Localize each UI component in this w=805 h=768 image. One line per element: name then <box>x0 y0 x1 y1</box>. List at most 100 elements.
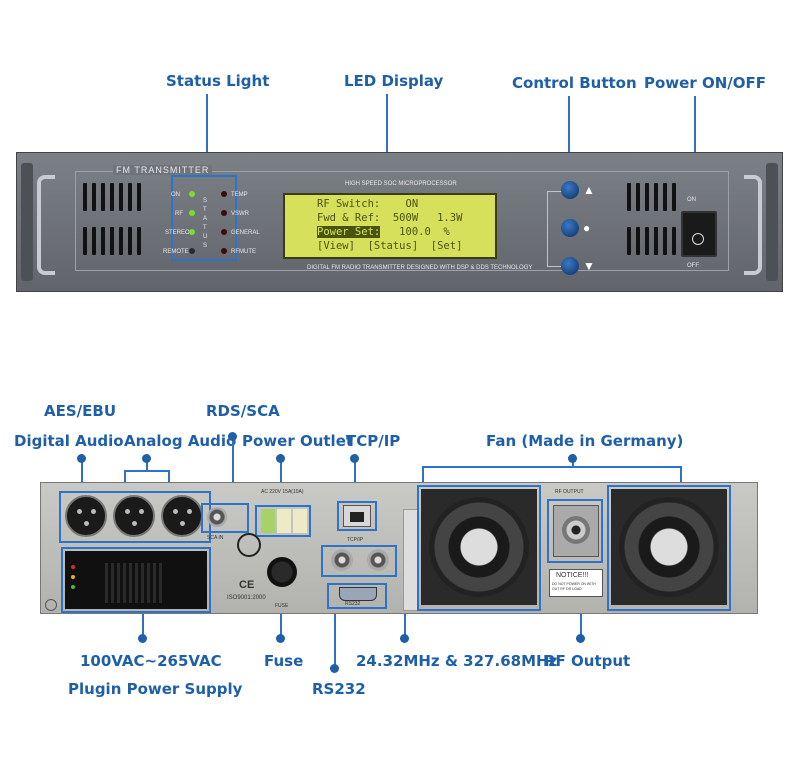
rack-ear-left <box>21 163 33 281</box>
ac-label: AC 220V 15A(10A) <box>261 489 304 495</box>
status-led-vswr <box>221 210 227 216</box>
dot-psu <box>138 634 147 643</box>
top-caption: HIGH SPEED SOC MICROPROCESSOR <box>345 181 457 187</box>
xlr-analog-right[interactable] <box>161 495 203 537</box>
front-panel: FM TRANSMITTER ON RF STEREO REMOTE STATU… <box>16 152 783 292</box>
power-on-label: ON <box>687 197 696 203</box>
psu-box <box>61 547 211 613</box>
status-left-label-1: RF <box>175 211 183 217</box>
rj45-port[interactable] <box>343 505 371 527</box>
leader-digital-audio <box>81 454 83 490</box>
handle-right[interactable] <box>744 175 762 275</box>
power-terminal-3[interactable] <box>293 509 307 533</box>
status-led-rf <box>189 210 195 216</box>
psu-led-yellow <box>71 575 75 579</box>
leader-rs232 <box>334 606 336 670</box>
button-down[interactable] <box>561 257 579 275</box>
button-up[interactable] <box>561 181 579 199</box>
leader-psu <box>142 612 144 640</box>
dot-digital-audio <box>77 454 86 463</box>
dot-freq <box>400 634 409 643</box>
leader-rds <box>232 436 234 516</box>
label-rf-output: RF Output <box>544 652 631 670</box>
status-led-temp <box>221 191 227 197</box>
plugin-psu[interactable] <box>65 551 207 609</box>
sgs-logo <box>237 533 261 557</box>
fan-left <box>421 489 537 605</box>
leader-fan-l <box>422 466 424 488</box>
fan-box-left <box>417 485 541 611</box>
rs232-label: RS232 <box>345 601 361 607</box>
xlr-analog-left[interactable] <box>113 495 155 537</box>
brand-text: FM TRANSMITTER <box>113 165 213 175</box>
dot-analog-audio <box>142 454 151 463</box>
arrow-down-icon: ▼ <box>583 259 595 273</box>
leader-tcp <box>354 454 356 498</box>
bottom-caption: DIGITAL FM RADIO TRANSMITTER DESIGNED WI… <box>307 265 533 271</box>
rf-output-connector[interactable] <box>553 505 599 557</box>
psu-led-green <box>71 585 75 589</box>
front-frame <box>75 171 729 271</box>
leader-status-light <box>206 94 208 174</box>
lcd-line-3: [View] [Status] [Set] <box>317 240 463 252</box>
rf-output-small-label: RF OUTPUT <box>555 489 584 495</box>
rack-ear-right <box>766 163 778 281</box>
dot-rf-out <box>576 634 585 643</box>
leader-analog-r <box>168 470 170 490</box>
power-terminal-2[interactable] <box>277 509 291 533</box>
fuse-holder[interactable] <box>267 557 297 587</box>
notice-sub: DO NOT POWER ON WITH OUT RF OR LOAD <box>552 582 596 591</box>
sca-in-connector[interactable] <box>207 507 227 527</box>
lcd-display: RF Switch: ON Fwd & Ref: 500W 1.3W Power… <box>283 193 497 259</box>
bnc-24mhz[interactable] <box>331 549 353 571</box>
arrow-up-icon: ▲ <box>583 183 595 197</box>
power-off-label: OFF <box>687 263 699 269</box>
sca-box <box>201 503 249 533</box>
lcd-line-0: RF Switch: ON <box>317 198 419 210</box>
rs232-port[interactable] <box>339 587 377 601</box>
label-led-display: LED Display <box>344 72 444 90</box>
label-power-on-off: Power ON/OFF <box>644 74 766 92</box>
label-tcp-ip: TCP/IP <box>346 432 401 450</box>
status-vertical-text: STATUS <box>203 198 208 249</box>
ground-icon <box>45 599 57 611</box>
bnc-327mhz[interactable] <box>367 549 389 571</box>
leader-fan-bar <box>422 466 682 468</box>
status-right-label-3: RFMUTE <box>231 249 256 255</box>
dot-rds <box>228 432 237 441</box>
control-bracket <box>547 191 568 267</box>
xlr-digital[interactable] <box>65 495 107 537</box>
handle-left[interactable] <box>37 175 55 275</box>
label-power-outlet: Power Outlet <box>242 432 354 450</box>
status-left-label-2: STEREO <box>165 230 190 236</box>
power-switch[interactable] <box>681 211 717 257</box>
notice-sticker: NOTICE!!! DO NOT POWER ON WITH OUT RF OR… <box>549 569 603 597</box>
leader-power-outlet <box>280 454 282 506</box>
tcpip-box <box>337 501 377 531</box>
label-frequency: 24.32MHz & 327.68MHz <box>356 652 558 670</box>
status-right-label-0: TEMP <box>231 192 248 198</box>
dot-fuse <box>276 634 285 643</box>
power-outlet-box <box>255 505 311 537</box>
circle-icon: ● <box>583 221 591 235</box>
leader-led-display <box>386 94 388 182</box>
label-rds-sca: RDS/SCA <box>206 402 280 420</box>
iso-label: ISO9001:2000 <box>227 595 266 601</box>
leader-analog-l <box>124 470 126 490</box>
power-terminal-1[interactable] <box>261 509 275 533</box>
rs232-box <box>327 583 387 609</box>
leader-analog-bar <box>124 470 170 472</box>
leader-fuse <box>280 606 282 640</box>
button-enter[interactable] <box>561 219 579 237</box>
label-analog-audio: Analog Audio <box>124 432 237 450</box>
notice-title: NOTICE!!! <box>556 572 589 579</box>
status-right-label-1: VSWR <box>231 211 249 217</box>
rf-output-box <box>547 499 603 563</box>
vent-right <box>627 183 687 263</box>
status-led-stereo <box>189 229 195 235</box>
label-rs232: RS232 <box>312 680 366 698</box>
label-fuse: Fuse <box>264 652 304 670</box>
status-light-box <box>171 175 237 261</box>
fuse-label: FUSE <box>275 603 289 609</box>
ce-mark: CE <box>239 579 255 591</box>
